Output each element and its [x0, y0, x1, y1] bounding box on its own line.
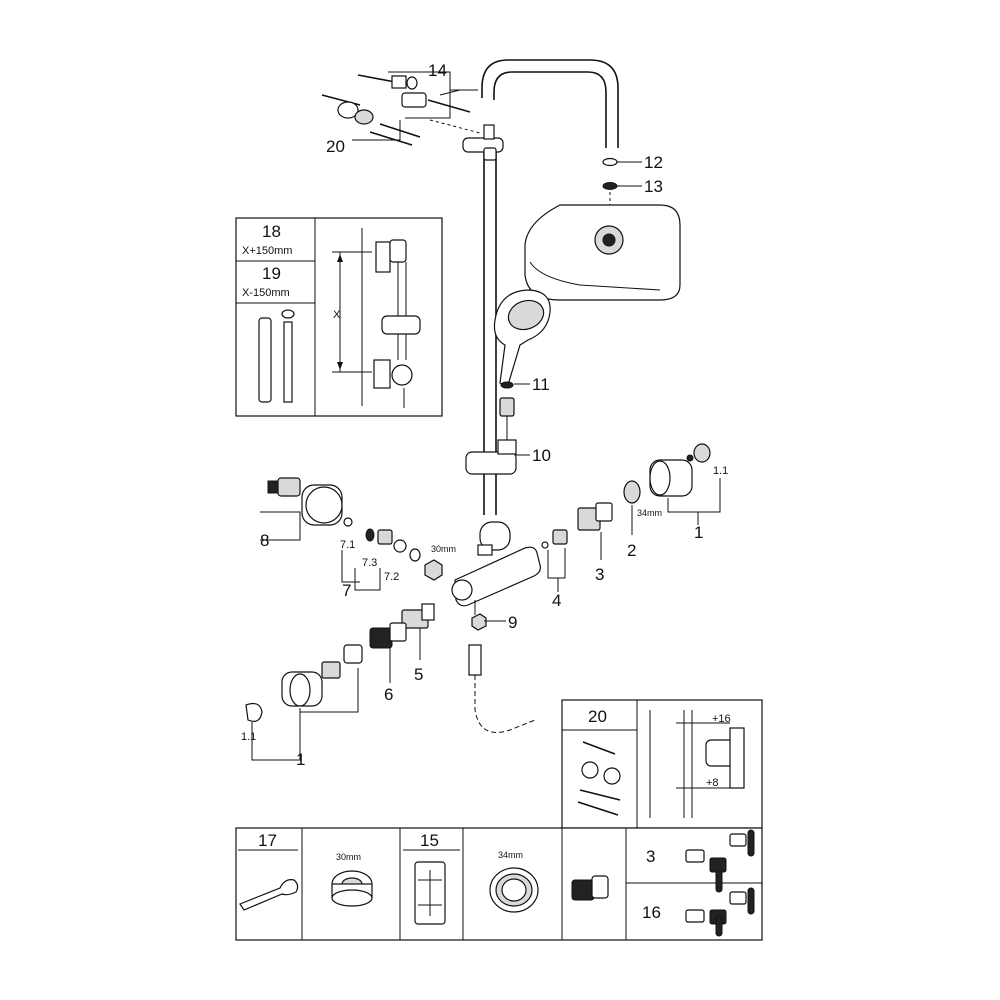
seal-11: [500, 381, 514, 389]
label-7: 7: [342, 581, 351, 600]
wall-mount-box: [561, 699, 763, 829]
label-10: 10: [532, 446, 551, 465]
label-13: 13: [644, 177, 663, 196]
handle-left-1: [245, 644, 363, 722]
dim-plus-8: +8: [706, 777, 719, 789]
wrench-icon: [239, 879, 299, 911]
handle-right-1: [649, 443, 711, 497]
label-18: 18: [262, 222, 281, 241]
label-16: 16: [642, 903, 661, 922]
nut-30mm-icon: [331, 870, 373, 907]
hose: [468, 644, 536, 733]
ring-34mm-icon: [489, 867, 539, 913]
label-30mm: 30mm: [431, 544, 456, 554]
extension-box: [235, 217, 443, 417]
label-ring-34mm: 34mm: [498, 850, 523, 860]
nut-9: [471, 613, 487, 631]
hand-shower: [493, 289, 551, 386]
label-3-tools: 3: [646, 847, 655, 866]
wall-plugs-20: [321, 94, 421, 146]
label-9: 9: [508, 613, 517, 632]
bracket-screws-14: [357, 74, 481, 134]
bend-4: [541, 529, 568, 549]
label-1-left: 1: [296, 750, 305, 769]
label-7-1: 7.1: [340, 539, 355, 551]
label-19: 19: [262, 264, 281, 283]
label-2: 2: [627, 541, 636, 560]
head-shower: [524, 204, 681, 301]
label-17: 17: [258, 831, 277, 850]
label-11: 11: [532, 375, 550, 394]
dim-x-plus-150: X+150mm: [242, 245, 292, 257]
thermostat-cartridge-6: [369, 622, 407, 649]
check-valve-3: [577, 502, 613, 531]
hose-fitting: [499, 397, 515, 440]
label-7-2: 7.2: [384, 571, 399, 583]
hand-shower-holder-10: [465, 439, 528, 475]
label-14: 14: [428, 61, 447, 80]
label-6: 6: [384, 685, 393, 704]
valve-set-3-icon: [685, 829, 755, 893]
cartridge-5: [401, 603, 435, 629]
label-20-box: 20: [588, 707, 607, 726]
seal-12: [602, 157, 618, 167]
label-nut-30mm: 30mm: [336, 852, 361, 862]
adapter-set-7: [343, 517, 443, 581]
label-3: 3: [595, 565, 604, 584]
wall-bracket-upper: [462, 124, 504, 161]
label-1-1-right: 1.1: [713, 465, 728, 477]
label-4: 4: [552, 591, 561, 610]
cartridge-tool-icon: [414, 861, 446, 925]
label-7-3: 7.3: [362, 557, 377, 569]
dim-x-label: X: [333, 309, 341, 321]
label-34mm: 34mm: [637, 508, 662, 518]
label-1-1-left: 1.1: [241, 731, 256, 743]
valve-set-16-icon: [685, 887, 755, 937]
check-valve-icon: [571, 875, 609, 901]
label-12: 12: [644, 153, 663, 172]
label-5: 5: [414, 665, 423, 684]
label-8: 8: [260, 531, 269, 550]
seal-13: [602, 182, 618, 190]
ring-2: [623, 480, 641, 504]
handle-left-8: [267, 477, 343, 526]
label-15: 15: [420, 831, 439, 850]
dim-plus-16: +16: [712, 713, 731, 725]
label-1-right: 1: [694, 523, 703, 542]
label-20: 20: [326, 137, 345, 156]
thermostat-body: [451, 521, 541, 615]
dim-x-minus-150: X-150mm: [242, 287, 290, 299]
